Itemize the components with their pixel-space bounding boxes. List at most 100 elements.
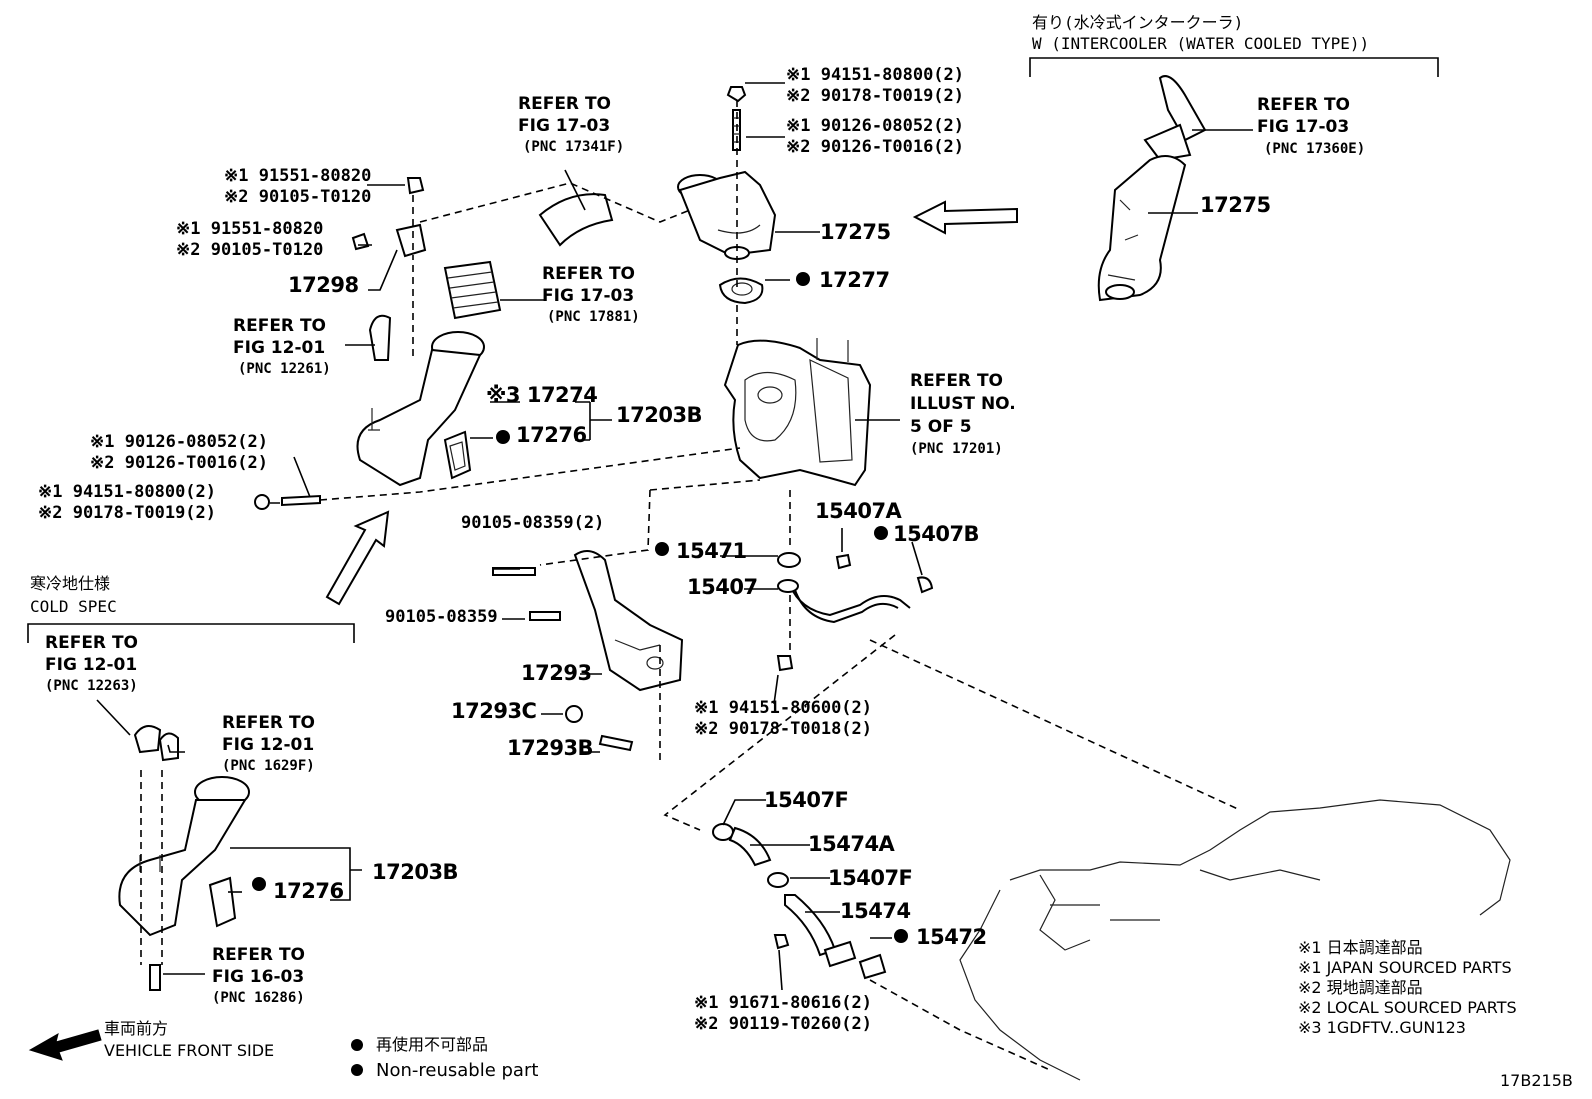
legend-line: ※2 現地調達部品: [1298, 978, 1423, 997]
part-17274: ※3 17274: [486, 383, 598, 407]
nonreusable-en: Non-reusable part: [376, 1060, 539, 1081]
cold-spec-en-label: COLD SPEC: [30, 597, 117, 616]
part-15407f: 15407F: [764, 788, 849, 812]
ref-17201-line1: REFER TO: [910, 371, 1003, 391]
part-17276: 17276: [516, 423, 587, 447]
legend-line: ※1 JAPAN SOURCED PARTS: [1298, 958, 1512, 977]
part-15471: 15471: [676, 539, 747, 563]
engine-block: [959, 799, 1511, 1081]
fastener-label: ※2 90126-T0016(2): [90, 453, 269, 473]
part-15407f-2: 15407F: [828, 866, 913, 890]
part-15472: 15472: [916, 925, 987, 949]
intercooler-ref-line2: FIG 17-03: [1257, 117, 1350, 137]
nonreusable-markers: [252, 272, 908, 943]
ref-17201-line2: ILLUST NO.: [910, 394, 1016, 414]
illustration-code: 17B215B: [1500, 1071, 1573, 1090]
part-17275: 17275: [820, 220, 891, 244]
cold-spec-jp-label: 寒冷地仕様: [30, 574, 111, 593]
part-15407b: 15407B: [893, 522, 980, 546]
ref-17201-pnc: (PNC 17201): [910, 441, 1003, 457]
cold-ref1-pnc: (PNC 12263): [45, 678, 138, 694]
ref-12261-line2: FIG 12-01: [233, 338, 326, 358]
legend-line: ※1 日本調達部品: [1298, 938, 1423, 957]
cold-part-17276: 17276: [273, 879, 344, 903]
ref-12261-line1: REFER TO: [233, 316, 326, 336]
fastener-label: ※2 90178-T0019(2): [786, 86, 965, 106]
fastener-label: ※2 90178-T0019(2): [38, 503, 217, 523]
legend-line: ※2 LOCAL SOURCED PARTS: [1298, 998, 1517, 1017]
intercooler-en-label: W (INTERCOOLER (WATER COOLED TYPE)): [1032, 34, 1370, 53]
cold-ref1-line2: FIG 12-01: [45, 655, 138, 675]
ref-17341f-pnc: (PNC 17341F): [523, 139, 625, 155]
fastener-label: ※1 91671-80616(2): [694, 993, 873, 1013]
fastener-label: ※2 90105-T0120: [224, 187, 372, 207]
cold-ref1-line1: REFER TO: [45, 633, 138, 653]
part-17293: 17293: [521, 661, 592, 685]
fastener-label: ※2 90119-T0260(2): [694, 1014, 873, 1034]
legend-line: ※3 1GDFTV..GUN123: [1298, 1018, 1466, 1037]
part-15474: 15474: [840, 899, 911, 923]
fastener-label: ※1 94151-80600(2): [694, 698, 873, 718]
part-17293b: 17293B: [507, 736, 594, 760]
fastener-label: ※1 91551-80820: [176, 219, 324, 239]
vehicle-front-jp: 車両前方: [104, 1019, 169, 1038]
intercooler-pipe-17275: [1097, 75, 1207, 302]
cold-ref2-pnc: (PNC 1629F): [222, 758, 315, 774]
inlet-pipe-17274: [356, 331, 485, 487]
ref-17341f-line1: REFER TO: [518, 94, 611, 114]
ref-17881-line1: REFER TO: [542, 264, 635, 284]
leader-lines: [96, 82, 1253, 991]
cold-ref3-line2: FIG 16-03: [212, 967, 305, 987]
intercooler-jp-label: 有り(水冷式インタークーラ): [1032, 13, 1244, 32]
fastener-label: 90105-08359: [385, 607, 498, 627]
fastener-label: ※1 91551-80820: [224, 166, 372, 186]
legend-bullets: [351, 1039, 363, 1076]
turbo-outlet-elbow: [677, 86, 777, 260]
flow-arrow-up: [325, 510, 390, 606]
bracket-17293: [492, 550, 684, 752]
fastener-label: ※1 94151-80800(2): [38, 482, 217, 502]
fastener-label: ※2 90105-T0120: [176, 240, 324, 260]
oil-return-parts: [712, 823, 887, 980]
cold-part-17203b: 17203B: [372, 860, 459, 884]
vehicle-front-arrow: [28, 1029, 102, 1061]
cold-ref2-line2: FIG 12-01: [222, 735, 315, 755]
intercooler-ref-pnc: (PNC 17360E): [1264, 141, 1366, 157]
ref-17341f-line2: FIG 17-03: [518, 116, 611, 136]
air-hose-17341f: [538, 193, 614, 247]
ref-12261-pnc: (PNC 12261): [238, 361, 331, 377]
cold-ref2-line1: REFER TO: [222, 713, 315, 733]
ref-17881-line2: FIG 17-03: [542, 286, 635, 306]
fastener-label: ※1 90126-08052(2): [786, 116, 965, 136]
nonreusable-jp: 再使用不可部品: [376, 1035, 489, 1054]
part-15407: 15407: [687, 575, 758, 599]
stud-nut-left: [254, 494, 321, 510]
ref-17201-line3: 5 OF 5: [910, 417, 972, 437]
gasket-17277: [718, 277, 764, 305]
intercooler-bracket: [1029, 57, 1439, 77]
fastener-label: ※2 90178-T0018(2): [694, 719, 873, 739]
ref-17881-pnc: (PNC 17881): [547, 309, 640, 325]
cold-ref3-line1: REFER TO: [212, 945, 305, 965]
cold-spec-bracket: [27, 623, 355, 643]
flow-arrow-left: [912, 200, 1018, 235]
fastener-label: 90105-08359(2): [461, 513, 605, 533]
fastener-label: ※1 94151-80800(2): [786, 65, 965, 85]
gasket-17276: [443, 430, 472, 480]
part-15474a: 15474A: [808, 832, 895, 856]
cold-ref3-pnc: (PNC 16286): [212, 990, 305, 1006]
part-17293c: 17293C: [451, 699, 537, 723]
turbocharger: [723, 338, 872, 487]
fastener-label: ※1 90126-08052(2): [90, 432, 269, 452]
dashed-lines: [140, 100, 1241, 1071]
part-17277: 17277: [819, 268, 890, 292]
vehicle-front-en: VEHICLE FRONT SIDE: [104, 1041, 275, 1060]
intercooler-ref-line1: REFER TO: [1257, 95, 1350, 115]
oil-pipe-15407: [776, 552, 934, 672]
fastener-label: ※2 90126-T0016(2): [786, 137, 965, 157]
part-17203b: 17203B: [616, 403, 703, 427]
hose-12261: [368, 314, 392, 361]
part-17298: 17298: [288, 273, 359, 297]
part-15407a: 15407A: [815, 499, 902, 523]
